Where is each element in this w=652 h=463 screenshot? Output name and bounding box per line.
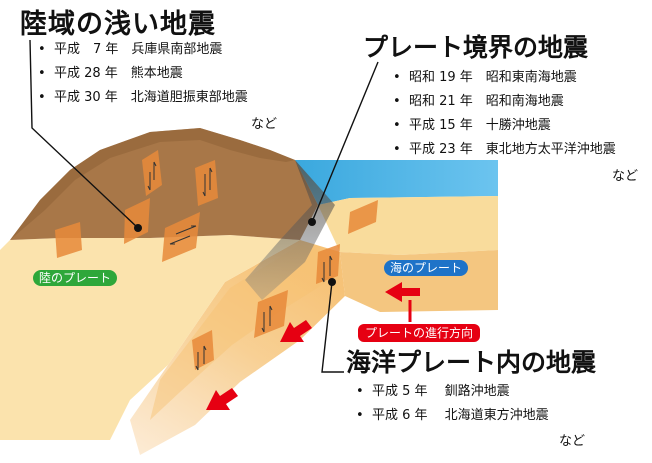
ocean-quake-title: 海洋プレート内の地震 bbox=[346, 348, 597, 377]
leader-lines bbox=[29, 39, 379, 373]
land-crust bbox=[10, 128, 318, 240]
list-item: 平成 5 年 釧路沖地震 bbox=[352, 380, 549, 404]
list-item: 平成 23 年 東北地方太平洋沖地震 bbox=[389, 138, 616, 162]
slip-arrow bbox=[321, 255, 333, 283]
fault-plane bbox=[162, 212, 200, 262]
boundary-quake-leader bbox=[311, 61, 379, 223]
list-item: 平成 6 年 北海道東方沖地震 bbox=[352, 404, 549, 428]
list-item: 平成 30 年 北海道胆振東部地震 bbox=[34, 86, 248, 110]
land-quake-etc: など bbox=[251, 117, 278, 132]
focus-dots bbox=[134, 218, 336, 286]
boundary-quake-etc: など bbox=[612, 169, 639, 184]
land-quake-list: 平成 7 年 兵庫県南部地震 平成 28 年 熊本地震 平成 30 年 北海道胆… bbox=[34, 38, 248, 110]
plate-direction-label: プレートの進行方向 bbox=[358, 324, 481, 342]
ocean-plate-surface bbox=[318, 196, 498, 255]
list-item: 平成 15 年 十勝沖地震 bbox=[389, 114, 616, 138]
ocean-quake-leader bbox=[321, 281, 344, 373]
fault-plane bbox=[142, 150, 162, 196]
fault-planes bbox=[55, 150, 378, 370]
land-plate-body bbox=[0, 235, 300, 440]
ocean-plate-direction-arrow bbox=[385, 282, 420, 302]
slip-arrows bbox=[147, 161, 333, 371]
land-quake-focus bbox=[134, 224, 142, 232]
list-item: 昭和 21 年 昭和南海地震 bbox=[389, 90, 616, 114]
subduction-arrow bbox=[206, 388, 238, 410]
fault-plane bbox=[55, 222, 82, 258]
ocean-quake-focus bbox=[328, 278, 336, 286]
boundary-quake-focus bbox=[308, 218, 316, 226]
subducting-slab bbox=[130, 240, 345, 455]
list-item: 平成 7 年 兵庫県南部地震 bbox=[34, 38, 248, 62]
fault-plane bbox=[316, 244, 340, 284]
fault-plane bbox=[348, 200, 378, 234]
list-item: 平成 28 年 熊本地震 bbox=[34, 62, 248, 86]
sea-surface bbox=[295, 160, 498, 205]
fault-plane bbox=[195, 160, 218, 206]
land-quake-title: 陸域の浅い地震 bbox=[20, 9, 216, 40]
slip-arrow bbox=[195, 345, 207, 371]
slip-arrow bbox=[261, 305, 273, 333]
ocean-quake-list: 平成 5 年 釧路沖地震 平成 6 年 北海道東方沖地震 bbox=[352, 380, 549, 428]
slip-arrow bbox=[202, 167, 213, 197]
slip-arrow bbox=[169, 225, 197, 245]
subduction-arrow bbox=[280, 320, 312, 342]
boundary-quake-title: プレート境界の地震 bbox=[363, 33, 589, 62]
land-plate-label: 陸のプレート bbox=[33, 270, 118, 286]
ocean-plate-label: 海のプレート bbox=[384, 260, 469, 276]
land-crust-shade bbox=[10, 128, 295, 240]
fault-plane bbox=[124, 198, 150, 244]
fault-plane bbox=[254, 290, 288, 338]
boundary-shadow bbox=[245, 160, 335, 300]
slab-highlight bbox=[150, 245, 336, 420]
boundary-quake-list: 昭和 19 年 昭和東南海地震 昭和 21 年 昭和南海地震 平成 15 年 十… bbox=[389, 66, 616, 162]
list-item: 昭和 19 年 昭和東南海地震 bbox=[389, 66, 616, 90]
ocean-quake-etc: など bbox=[559, 434, 586, 449]
motion-arrows bbox=[206, 282, 420, 410]
slip-arrow bbox=[147, 161, 157, 191]
land-quake-leader bbox=[29, 39, 139, 229]
